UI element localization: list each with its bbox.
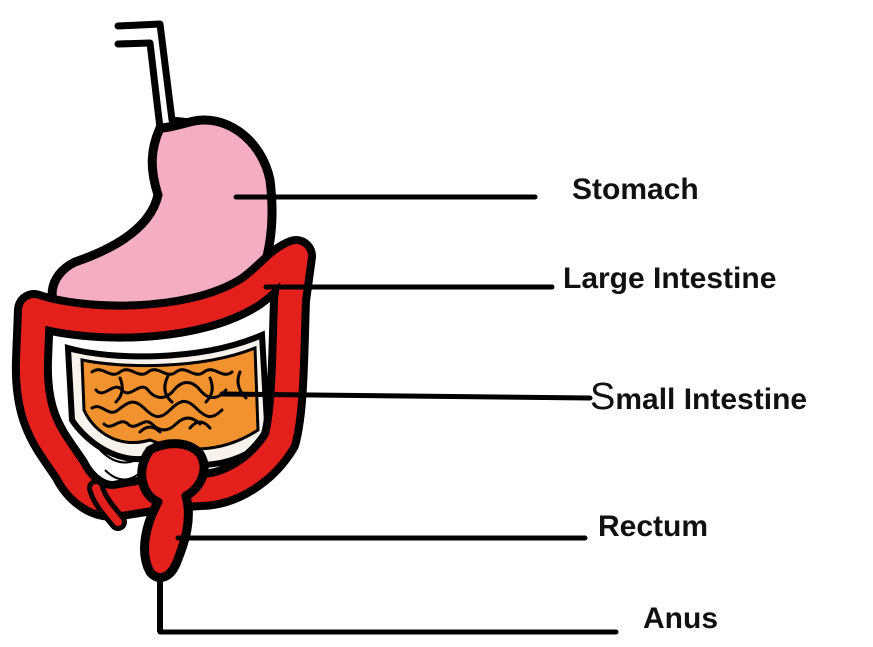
label-rectum: Rectum [598,510,709,543]
leader-line-small-intestine [219,391,593,401]
label-stomach: Stomach [572,173,699,206]
leader-lines [157,194,619,635]
label-small-intestine-initial: S [590,376,616,418]
large-intestine-organ [11,236,316,531]
rectum-organ [137,439,209,583]
small-intestine-organ [64,330,272,494]
label-large-intestine: Large Intestine [563,262,777,295]
esophagus [114,20,194,132]
label-small-intestine-rest: mall Intestine [615,383,808,416]
label-small-intestine: Small Intestine [590,378,807,416]
label-anus: Anus [643,602,718,635]
